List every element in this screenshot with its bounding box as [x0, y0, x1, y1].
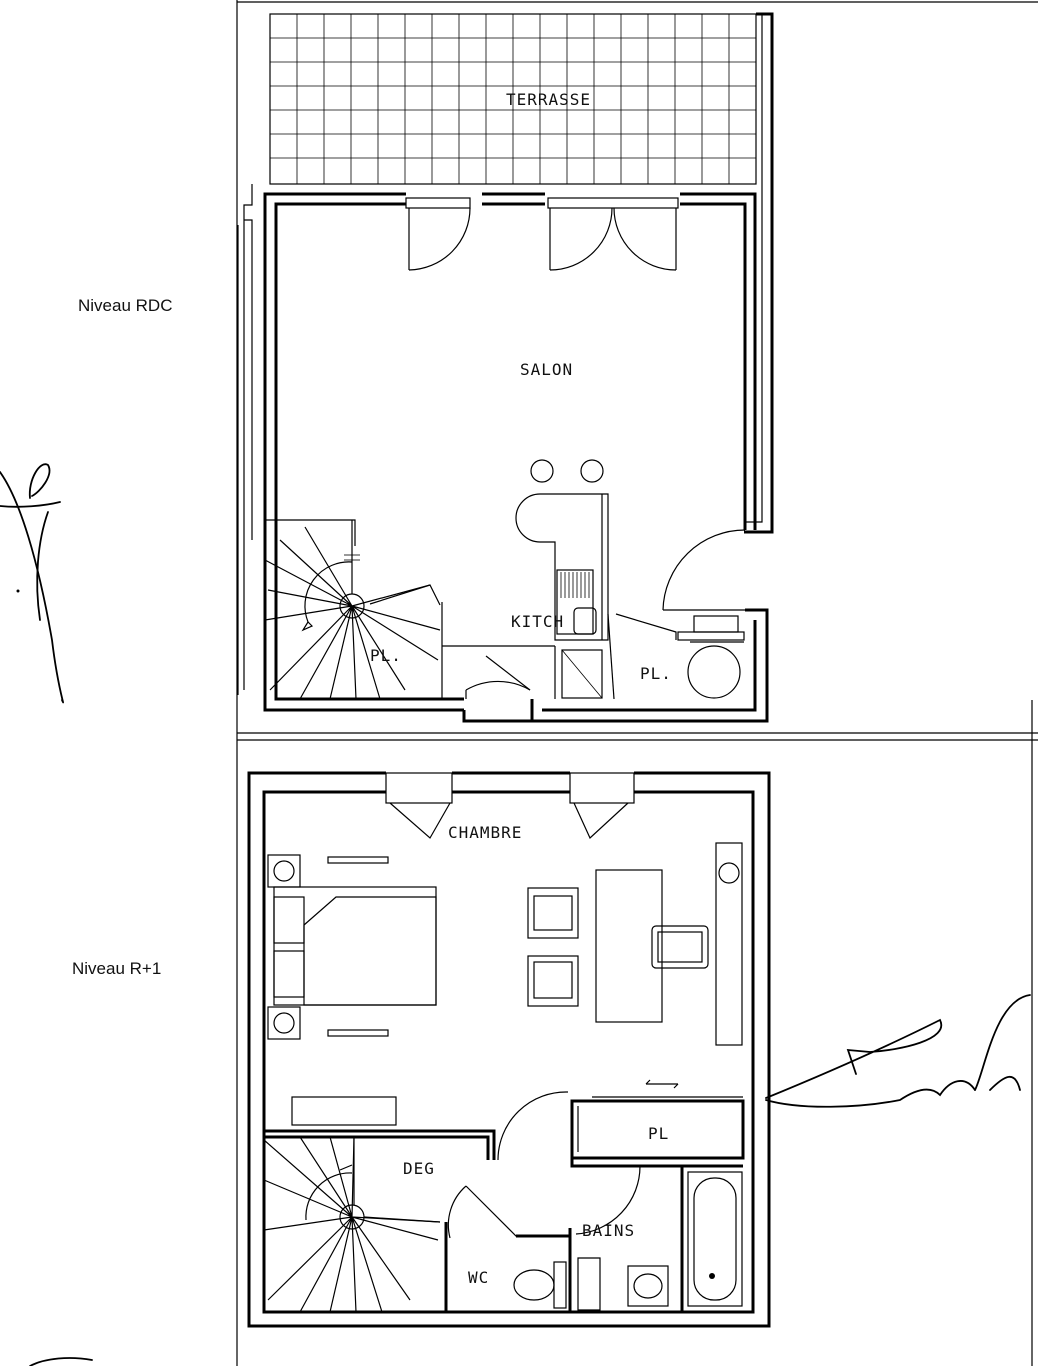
- bedroom-window-right: [569, 772, 635, 840]
- room-label-salon: SALON: [520, 360, 573, 379]
- hall-door: [497, 1091, 569, 1161]
- washbasin: [627, 1265, 669, 1307]
- sheet-frame: [236, 0, 1038, 1366]
- handwritten-signature-right: [765, 994, 1031, 1108]
- room-label-chambre: CHAMBRE: [448, 823, 522, 842]
- terrace-double-door: [547, 197, 679, 271]
- spiral-stair-ground: [264, 519, 443, 700]
- bed: [267, 854, 437, 1040]
- spiral-stair-upper: [263, 1136, 441, 1313]
- handwritten-mark-bottom: [29, 1357, 93, 1366]
- closet-pl-entry: [607, 613, 745, 700]
- terrace-door-left: [405, 197, 471, 271]
- terrace-tiling: [269, 13, 757, 185]
- ground-floor-plan: TERRASSE SALON KITCH PL. PL.: [237, 12, 774, 723]
- level-label-r1: Niveau R+1: [72, 959, 161, 978]
- upper-floor-plan: CHAMBRE DEG PL BAINS WC: [247, 771, 771, 1328]
- wardrobe-right: [645, 842, 743, 1089]
- room-label-bains: BAINS: [582, 1221, 635, 1240]
- room-label-deg: DEG: [403, 1159, 435, 1178]
- room-label-kitch: KITCH: [511, 612, 564, 631]
- toilet: [513, 1261, 567, 1309]
- desk: [595, 869, 709, 1023]
- bedroom-window-left: [385, 772, 453, 839]
- kitchen-counter: [515, 459, 609, 641]
- armchairs: [527, 887, 579, 1007]
- dresser: [291, 1096, 397, 1126]
- handwritten-signature-left: [0, 463, 64, 704]
- room-label-pl-entry: PL.: [640, 664, 672, 683]
- room-label-wc: WC: [468, 1268, 489, 1287]
- entry-door: [662, 529, 746, 611]
- room-label-terrasse: TERRASSE: [506, 90, 591, 109]
- ground-inner-door: [442, 645, 555, 699]
- closet-pl-upper: [570, 1096, 745, 1160]
- kitchen-storage: [554, 646, 603, 699]
- bathtub: [687, 1171, 743, 1307]
- room-label-pl-upper: PL: [648, 1124, 669, 1143]
- level-label-rdc: Niveau RDC: [78, 296, 172, 315]
- room-label-pl-stairs: PL.: [370, 646, 402, 665]
